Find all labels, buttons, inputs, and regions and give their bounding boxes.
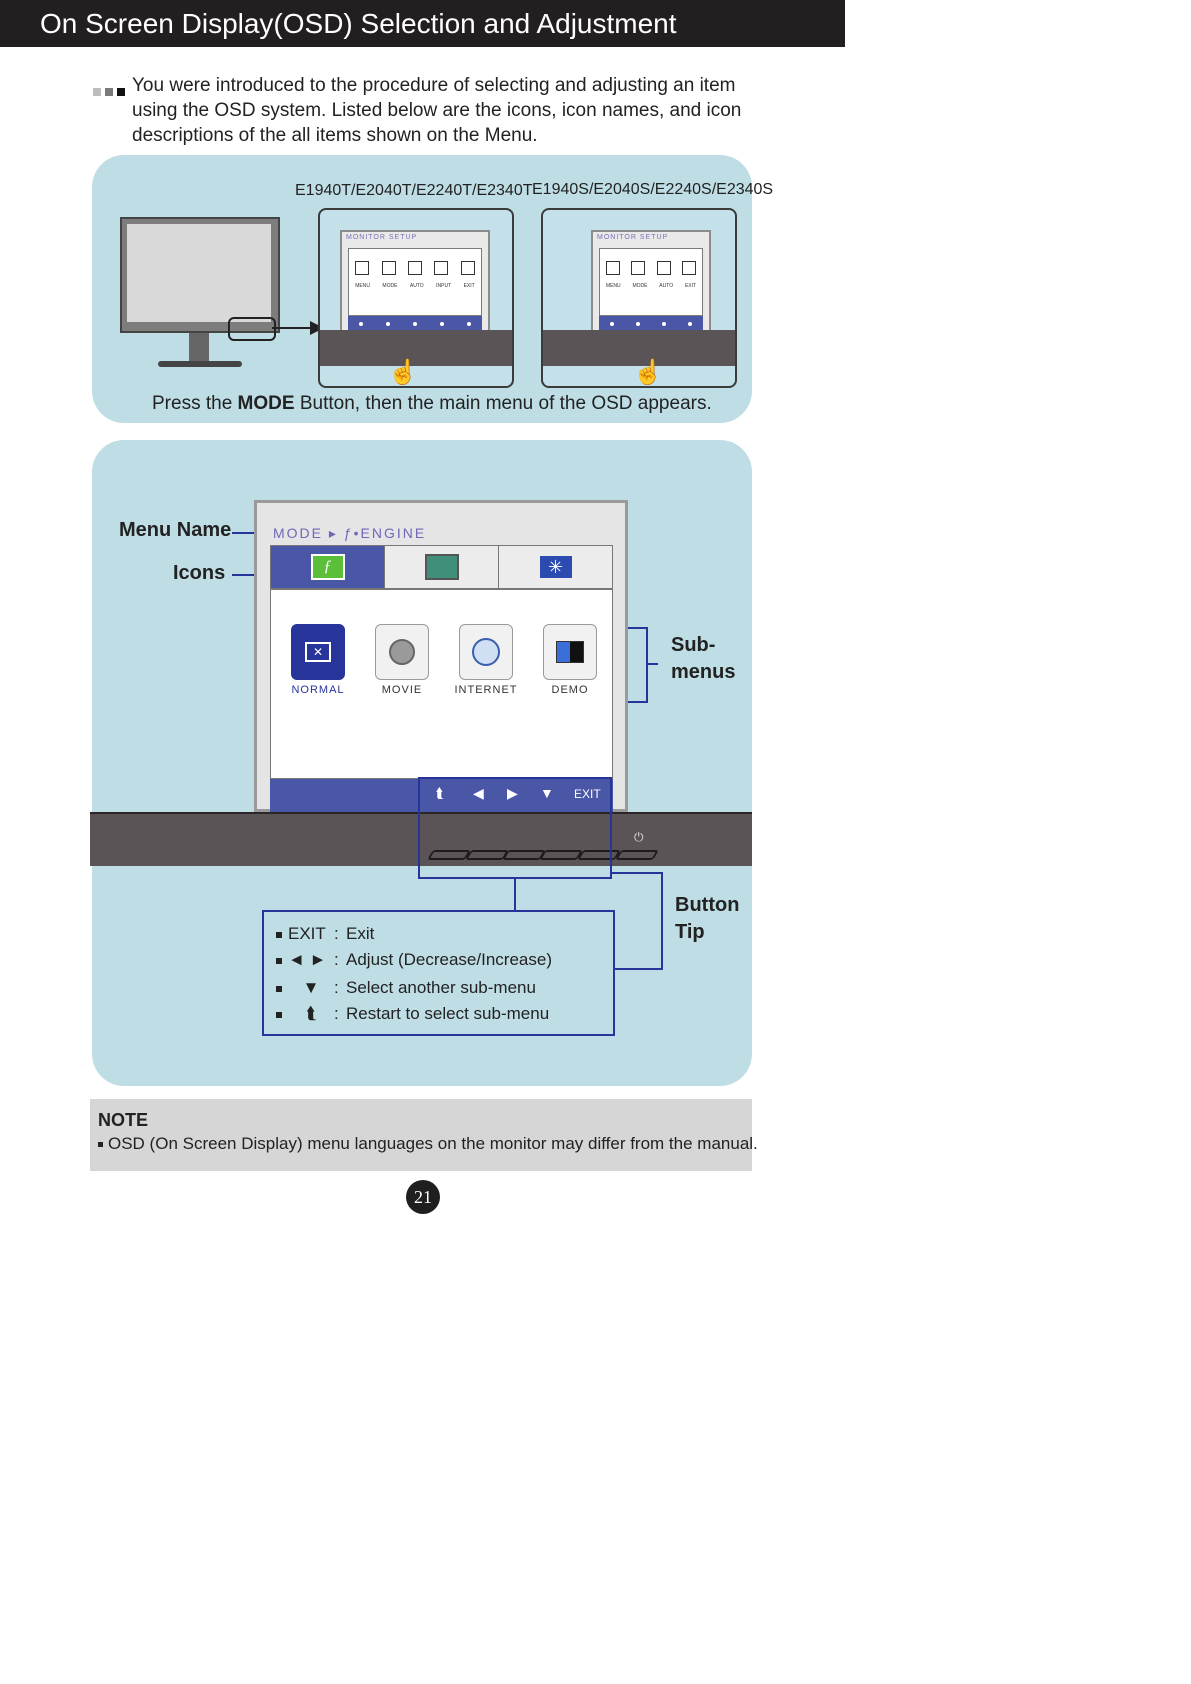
button-area-highlight (228, 317, 276, 341)
mini-label: AUTO (409, 283, 424, 289)
model-label-t: E1940T/E2040T/E2240T/E2340T (295, 182, 533, 199)
submenu-movie[interactable]: MOVIE (367, 624, 437, 696)
tip-row-adjust: ◄ ►:Adjust (Decrease/Increase) (276, 950, 552, 970)
note-box: NOTE OSD (On Screen Display) menu langua… (90, 1099, 758, 1171)
mini-osd-icons (600, 261, 702, 275)
intro-paragraph: You were introduced to the procedure of … (132, 75, 742, 146)
press-mode-instruction: Press the MODE Button, then the main men… (152, 393, 712, 414)
sparkle-icon: ✳ (539, 556, 572, 578)
icons-label: Icons (173, 562, 226, 584)
tip-row-select: ▼:Select another sub-menu (276, 978, 536, 998)
button-tip-highlight (418, 777, 612, 879)
submenu-demo[interactable]: DEMO (535, 624, 605, 696)
button-tip-bracket-h (615, 968, 663, 970)
pointing-hand-icon: ☝ (633, 359, 663, 386)
menu-name-label: Menu Name (119, 519, 232, 541)
monitor-detail-s: MONITOR SETUP MENU MODE AUTO EXIT ☝ (541, 208, 737, 388)
monitor-detail-t: MONITOR SETUP MENU MODE AUTO INPUT EXIT … (318, 208, 514, 388)
osd-menu-name: MODE ▸ ƒ•ENGINE (273, 525, 427, 541)
osd-icon-tabs: ƒ ✳ (270, 545, 613, 589)
submenu-normal[interactable]: ✕ NORMAL (283, 624, 353, 696)
submenus-bracket-bottom (628, 701, 648, 703)
movie-icon (389, 639, 415, 665)
tip-row-exit: EXIT:Exit (276, 924, 374, 944)
down-arrow-icon: ▼ (540, 785, 554, 801)
power-button[interactable] (615, 850, 659, 860)
tip-connector (514, 879, 516, 910)
submenu-label: DEMO (551, 684, 589, 696)
submenus-bracket-v (646, 627, 648, 703)
button-tip-legend: EXIT:Exit ◄ ►:Adjust (Decrease/Increase)… (262, 910, 615, 1036)
submenu-label: NORMAL (291, 684, 345, 696)
tab-fengine[interactable]: ƒ (271, 546, 385, 588)
header-bar: On Screen Display(OSD) Selection and Adj… (0, 0, 845, 47)
mini-label: MENU (605, 283, 621, 289)
page-number: 21 (406, 1180, 440, 1214)
mini-label: MODE (632, 283, 648, 289)
mini-osd-title: MONITOR SETUP (346, 234, 418, 241)
mini-label: INPUT (436, 283, 452, 289)
model-label-s: E1940S/E2040S/E2240S/E2340S (532, 181, 774, 198)
mini-label: EXIT (684, 283, 697, 289)
original-ratio-icon (424, 554, 459, 580)
mode-button-label: MODE (237, 393, 295, 414)
mini-label: MENU (355, 283, 370, 289)
fengine-icon: ƒ (310, 554, 345, 580)
submenus-bracket-top (628, 627, 648, 629)
monitor-illustration (120, 217, 280, 337)
normal-icon: ✕ (305, 642, 331, 662)
exit-tip: EXIT (574, 787, 601, 801)
monitor-stand (189, 333, 209, 363)
pointing-hand-icon: ☝ (388, 359, 418, 386)
osd-access-panel: E1940T/E2040T/E2240T/E2340T E1940S/E2040… (92, 155, 773, 423)
mini-label: EXIT (463, 283, 475, 289)
osd-menu-window: MODE ▸ ƒ•ENGINE ƒ ✳ ✕ NORMAL MOVIE INTER… (254, 500, 628, 812)
left-arrow-icon: ◀ (473, 785, 484, 801)
icons-leader (232, 574, 256, 576)
button-tip-bracket-top (612, 872, 663, 874)
mini-label: MODE (382, 283, 398, 289)
restart-icon: ⮬ (436, 785, 445, 801)
mini-osd-title: MONITOR SETUP (597, 234, 669, 241)
submenus-label: Sub-menus (671, 634, 736, 683)
button-tip-bracket-v (661, 872, 663, 970)
osd-button-tip-bar: ⮬ ◀ ▶ ▼ EXIT (270, 779, 613, 812)
demo-icon (556, 641, 584, 663)
internet-icon (472, 638, 500, 666)
arrow-line (272, 327, 312, 329)
tab-reset[interactable]: ✳ (499, 546, 612, 588)
submenu-internet[interactable]: INTERNET (451, 624, 521, 696)
mini-osd-icons (349, 261, 481, 275)
tab-original-ratio[interactable] (385, 546, 499, 588)
note-text: OSD (On Screen Display) menu languages o… (98, 1134, 758, 1154)
osd-submenu-area: ✕ NORMAL MOVIE INTERNET DEMO (270, 589, 613, 779)
power-icon: ⏻ (634, 830, 644, 844)
tip-row-restart: ⮬:Restart to select sub-menu (276, 1004, 549, 1024)
menu-name-leader (232, 532, 256, 534)
intro-bullets-icon (93, 83, 129, 101)
submenu-label: INTERNET (454, 684, 518, 696)
monitor-bezel: ⏻ (90, 812, 752, 866)
mini-label: AUTO (659, 283, 674, 289)
monitor-base (158, 361, 242, 367)
right-arrow-icon: ▶ (507, 785, 518, 801)
note-title: NOTE (98, 1110, 149, 1130)
page-title: On Screen Display(OSD) Selection and Adj… (40, 8, 677, 39)
submenus-bracket-tick (646, 663, 658, 665)
submenu-label: MOVIE (381, 684, 423, 696)
